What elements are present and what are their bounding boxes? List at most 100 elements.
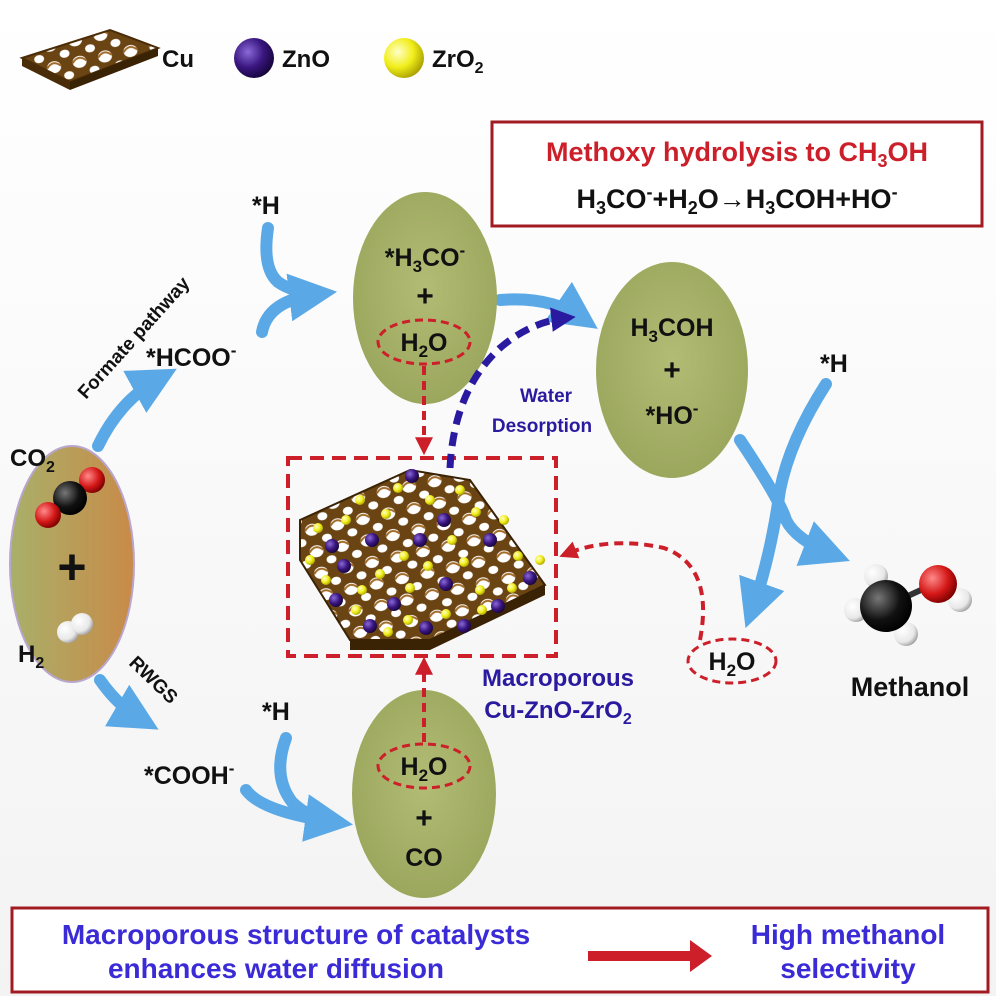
arrow-water-desorption <box>446 307 576 469</box>
zro2-particle <box>425 495 435 505</box>
zro2-particle <box>499 515 509 525</box>
ho-label: *HO- <box>646 399 699 430</box>
methoxy-water-ring <box>376 318 472 366</box>
h-star-right: *H <box>820 350 848 378</box>
water-desorption-line1: Water <box>520 386 573 407</box>
co-ellipse: H2O + CO <box>352 690 496 898</box>
cu-legend-edge2 <box>70 48 158 90</box>
co-plus: + <box>415 802 433 835</box>
zro2-particle <box>321 575 331 585</box>
zno-particle <box>413 533 427 547</box>
zro2-particle <box>305 555 315 565</box>
zro2-particle <box>507 583 517 593</box>
zro2-particle <box>381 509 391 519</box>
zro2-particle <box>441 609 451 619</box>
zno-particle <box>491 599 505 613</box>
svg-text:H2O: H2O <box>709 648 756 680</box>
h3coh-label: H3COH <box>630 314 713 346</box>
zro2-particle <box>355 495 365 505</box>
summary-right-line1: High methanol <box>751 919 945 950</box>
zro2-particle <box>375 569 385 579</box>
arrow-formate-to-methoxy <box>256 273 338 338</box>
arrow-cooh-to-co <box>240 784 354 842</box>
zro2-particle <box>313 523 323 533</box>
catalyst-image <box>299 468 547 650</box>
zno-particle <box>437 513 451 527</box>
legend-zno-label: ZnO <box>282 46 330 73</box>
methoxy-ellipse: *H3CO- + H2O <box>353 192 497 404</box>
arrow-to-methanol-product <box>734 434 850 566</box>
zro2-particle <box>357 585 367 595</box>
zno-particle <box>405 469 419 483</box>
zno-particle <box>363 619 377 633</box>
catalyst-frame <box>286 456 558 658</box>
reactant-plus: + <box>57 539 86 595</box>
summary-box: Macroporous structure of catalysts enhan… <box>10 906 990 994</box>
cooh-label: *COOH- <box>144 759 234 790</box>
co2-label: CO2 <box>10 445 55 476</box>
zro2-particle <box>399 551 409 561</box>
zno-particle <box>523 571 537 585</box>
zro2-particle <box>383 627 393 637</box>
cu-legend-edge <box>22 58 70 90</box>
zno-particle <box>365 533 379 547</box>
methoxy-box-title: Methoxy hydrolysis to CH3OH <box>546 137 928 171</box>
methanol-plus: + <box>663 354 681 387</box>
zro2-particle <box>535 555 545 565</box>
legend-cu-label: Cu <box>162 46 194 73</box>
h-star-top: *H <box>252 192 280 220</box>
zro2-particle <box>403 615 413 625</box>
legend-zro2-label: ZrO2 <box>432 46 484 77</box>
methanol-label: Methanol <box>851 672 970 702</box>
zno-legend-sphere <box>234 38 274 78</box>
water-flow-arrows <box>415 366 705 742</box>
summary-arrow-icon <box>588 940 712 972</box>
zro2-particle <box>423 561 433 571</box>
methoxy-plus: + <box>416 280 434 313</box>
catalyst-label-line2: Cu-ZnO-ZrO2 <box>484 697 632 728</box>
zro2-particle <box>459 557 469 567</box>
summary-right-line2: selectivity <box>780 953 916 984</box>
zno-particle <box>439 577 453 591</box>
zno-particle <box>325 539 339 553</box>
zno-particle <box>419 621 433 635</box>
methanol-molecule-icon <box>844 564 972 646</box>
summary-left-line1: Macroporous structure of catalysts <box>62 919 530 950</box>
arrow-water-return <box>559 541 705 641</box>
pathway-arrows <box>92 222 850 842</box>
methoxy-water: H2O <box>401 329 448 361</box>
summary-left-line2: enhances water diffusion <box>108 953 444 984</box>
methanol-ellipse: H3COH + *HO- <box>596 262 748 478</box>
zno-particle <box>483 533 497 547</box>
zno-particle <box>457 619 471 633</box>
zro2-particle <box>477 605 487 615</box>
zro2-particle <box>405 583 415 593</box>
methoxy-species: *H3CO- <box>385 241 465 276</box>
zno-particle <box>387 597 401 611</box>
catalyst-particles <box>305 469 545 637</box>
co-water-ring <box>376 742 472 790</box>
zro2-particle <box>471 507 481 517</box>
methoxy-hydrolysis-box: Methoxy hydrolysis to CH3OH H3CO-+H2O→H3… <box>490 120 984 228</box>
zro2-particle <box>393 483 403 493</box>
arrow-to-formate <box>92 368 177 452</box>
co2-molecule-icon <box>35 467 105 528</box>
co-water: H2O <box>401 753 448 785</box>
co-label: CO <box>405 844 443 872</box>
arrow-h-to-water <box>739 378 832 629</box>
legend: Cu ZnO ZrO2 <box>19 28 484 90</box>
arrow-to-cooh <box>94 674 159 730</box>
zno-particle <box>337 559 351 573</box>
methoxy-equation: H3CO-+H2O→H3COH+HO- <box>576 182 897 218</box>
zro2-legend-sphere <box>384 38 424 78</box>
zro2-particle <box>447 535 457 545</box>
reactant-ellipse: CO2 + H2 <box>9 445 135 683</box>
catalyst-label-line1: Macroporous <box>482 665 634 692</box>
zro2-particle <box>351 605 361 615</box>
h2-label: H2 <box>18 641 44 672</box>
h2-molecule-icon <box>57 613 93 643</box>
h-star-bottom: *H <box>262 698 290 726</box>
zro2-particle <box>475 585 485 595</box>
